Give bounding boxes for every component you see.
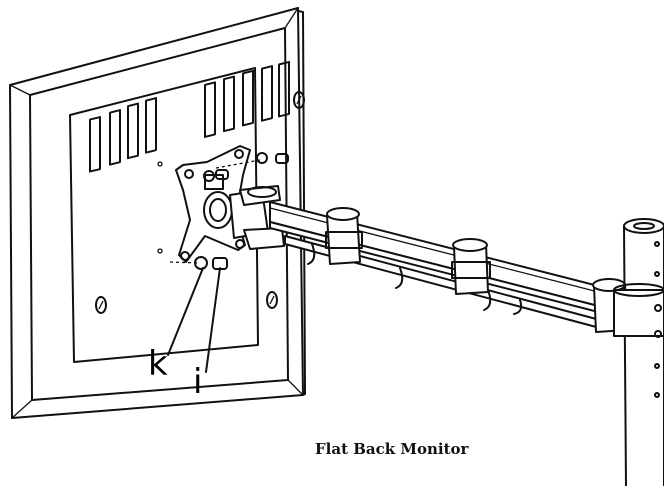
leader-i xyxy=(205,267,221,373)
arm-joints xyxy=(325,207,628,333)
washer-k xyxy=(194,256,208,270)
callouts: k i xyxy=(148,267,221,402)
label-i: i xyxy=(193,362,202,402)
leader-k xyxy=(167,267,204,356)
tilt-joint xyxy=(203,185,285,250)
handle-holes xyxy=(95,91,305,314)
figure-caption: Flat Back Monitor xyxy=(315,440,469,458)
pole xyxy=(613,218,664,486)
vent-slots xyxy=(89,60,290,173)
monitor-back xyxy=(9,7,306,419)
label-k: k xyxy=(148,344,168,384)
arm xyxy=(269,201,615,329)
